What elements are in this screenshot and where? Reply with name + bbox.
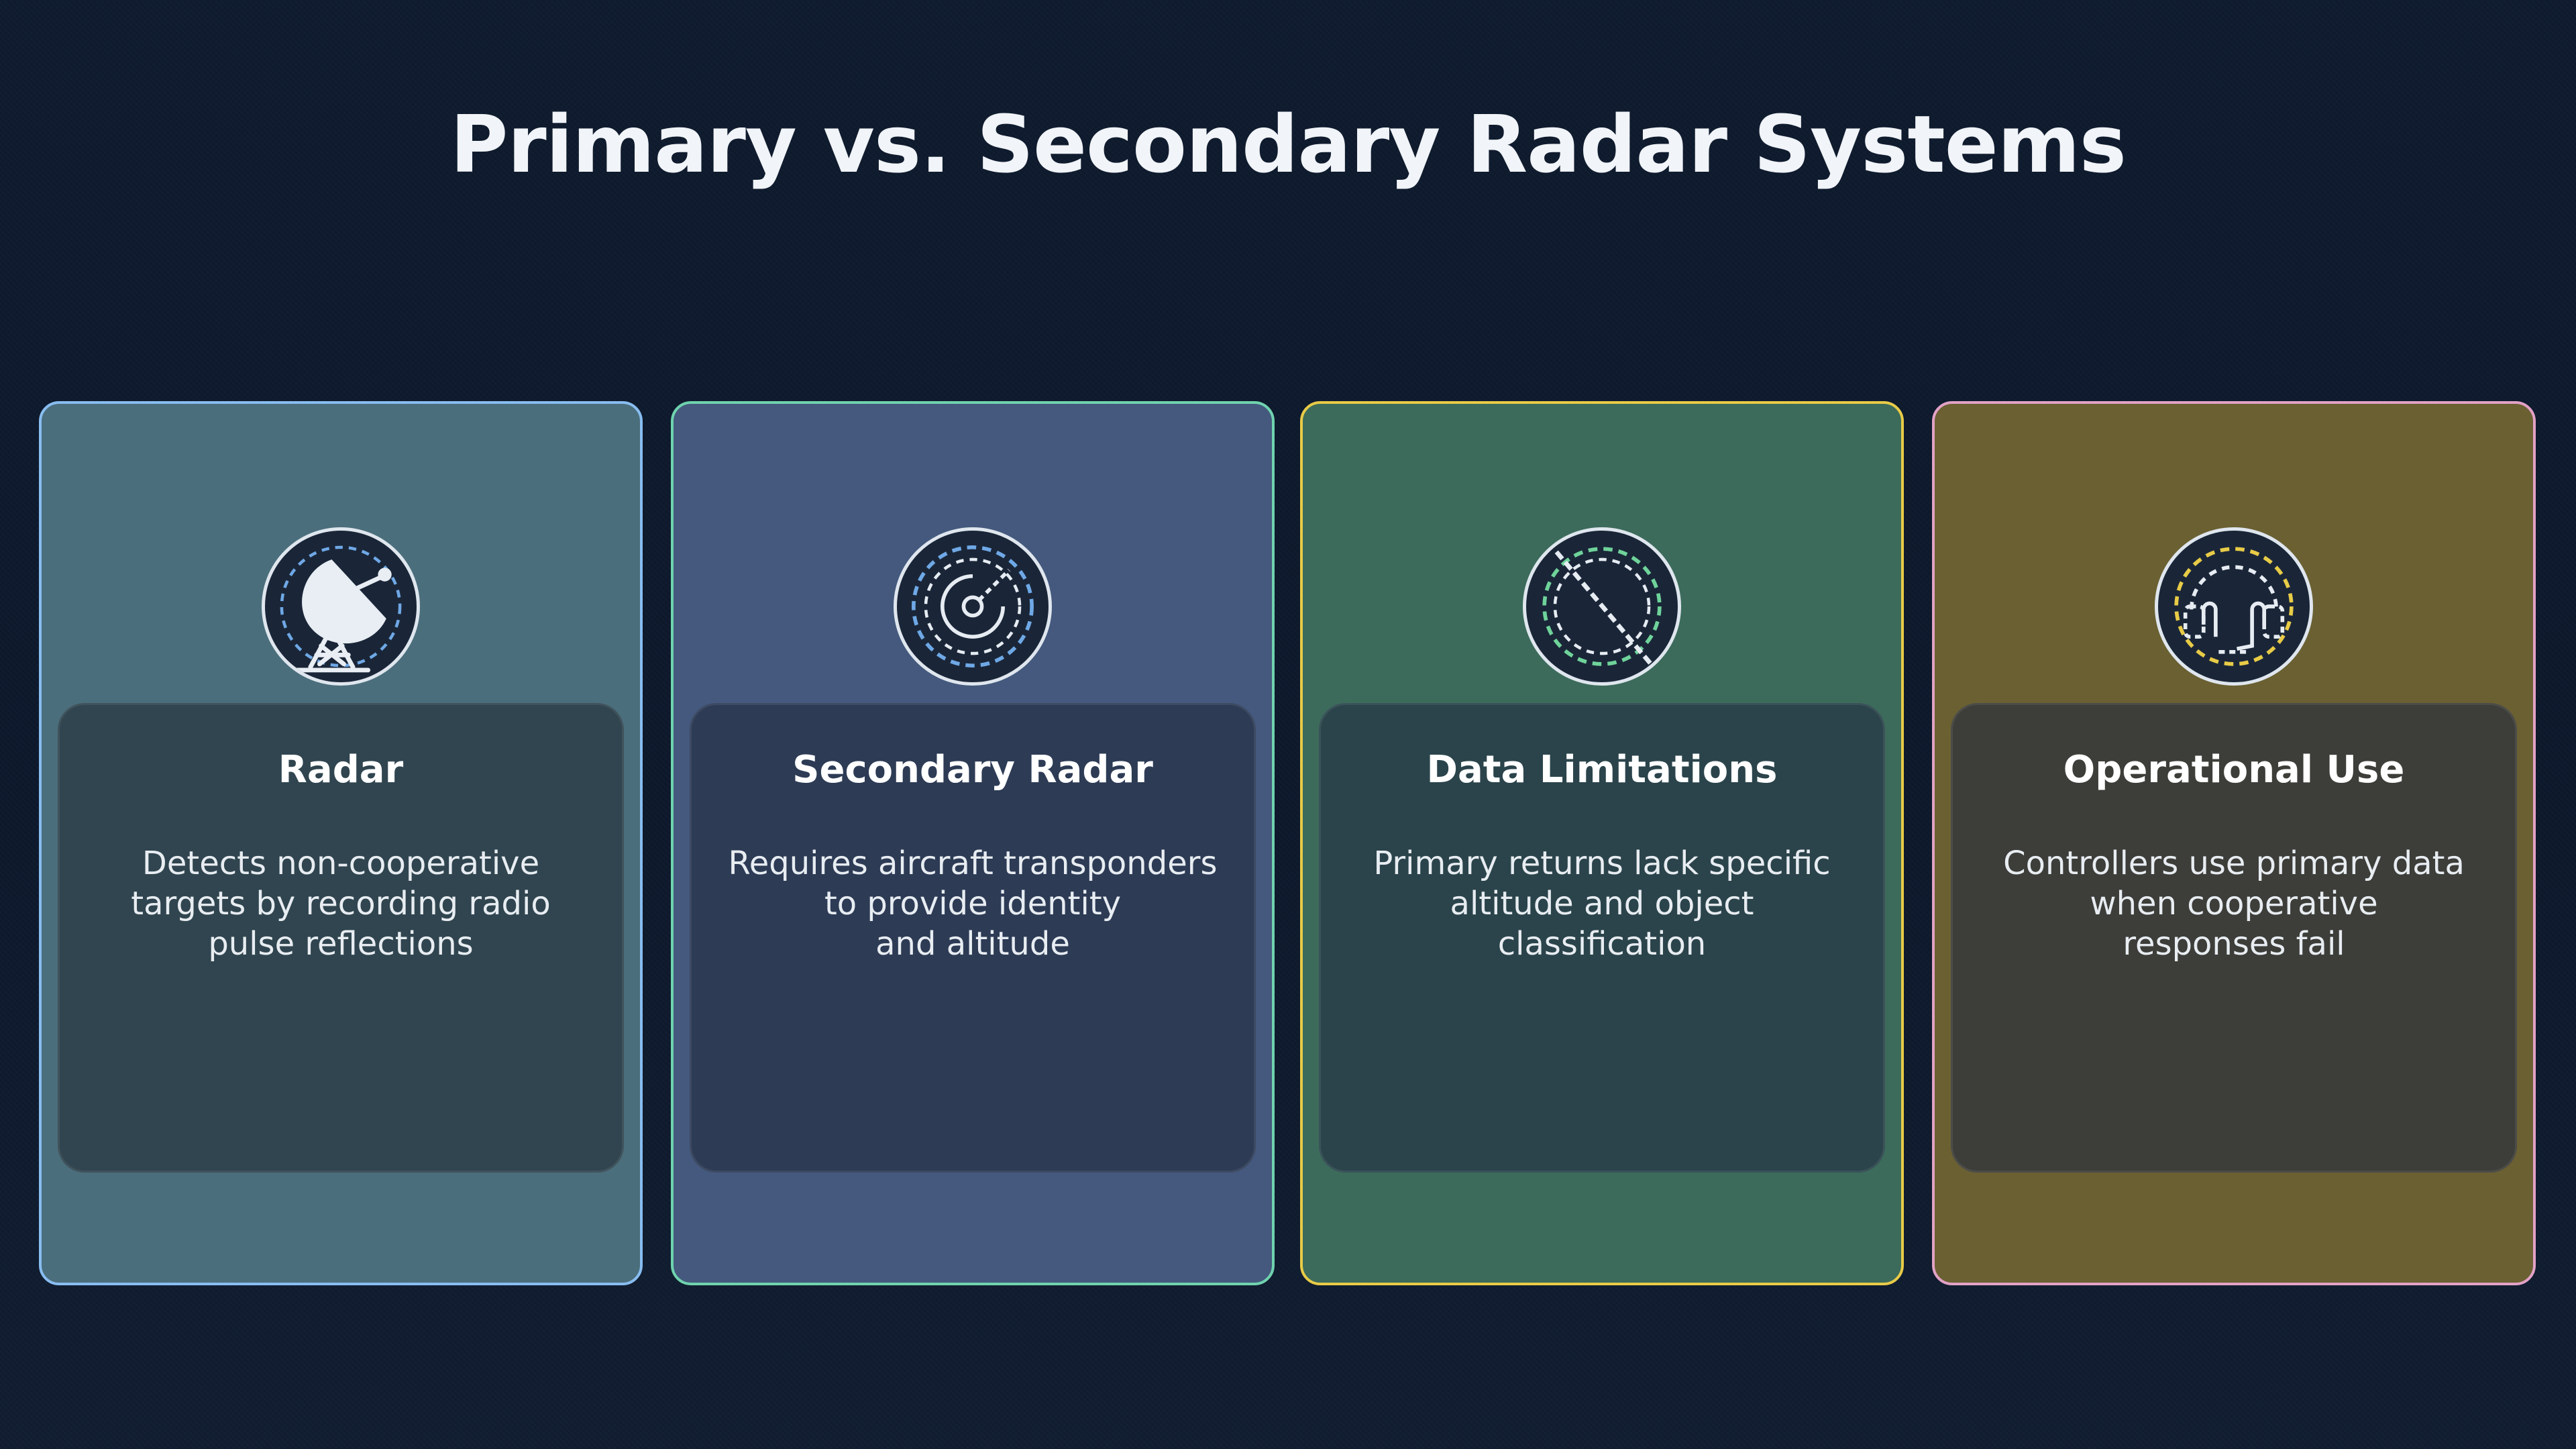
card-content: Secondary Radar Requires aircraft transp…: [690, 703, 1256, 1173]
card-description: Primary returns lack specific altitude a…: [1373, 845, 1831, 963]
radar-scope-icon: [894, 527, 1052, 686]
card-description: Detects non-cooperative targets by recor…: [131, 845, 551, 963]
card-content: Data Limitations Primary returns lack sp…: [1319, 703, 1885, 1173]
card-title: Secondary Radar: [792, 748, 1153, 792]
page-title: Primary vs. Secondary Radar Systems: [450, 98, 2127, 191]
card-title: Radar: [278, 748, 404, 792]
card-content: Operational Use Controllers use primary …: [1951, 703, 2517, 1173]
card-content: Radar Detects non-cooperative targets by…: [58, 703, 624, 1173]
satellite-dish-icon: [262, 527, 420, 686]
card-description: Controllers use primary data when cooper…: [2003, 845, 2465, 963]
card-title: Data Limitations: [1426, 748, 1778, 792]
no-data-icon: [1523, 527, 1681, 686]
card-secondary-radar: Secondary Radar Requires aircraft transp…: [671, 401, 1275, 1285]
card-title: Operational Use: [2063, 748, 2405, 792]
card-description: Requires aircraft transponders to provid…: [728, 845, 1218, 963]
card-radar: Radar Detects non-cooperative targets by…: [39, 401, 643, 1285]
headset-icon: [2155, 527, 2313, 686]
card-operational-use: Operational Use Controllers use primary …: [1932, 401, 2536, 1285]
card-data-limitations: Data Limitations Primary returns lack sp…: [1300, 401, 1904, 1285]
